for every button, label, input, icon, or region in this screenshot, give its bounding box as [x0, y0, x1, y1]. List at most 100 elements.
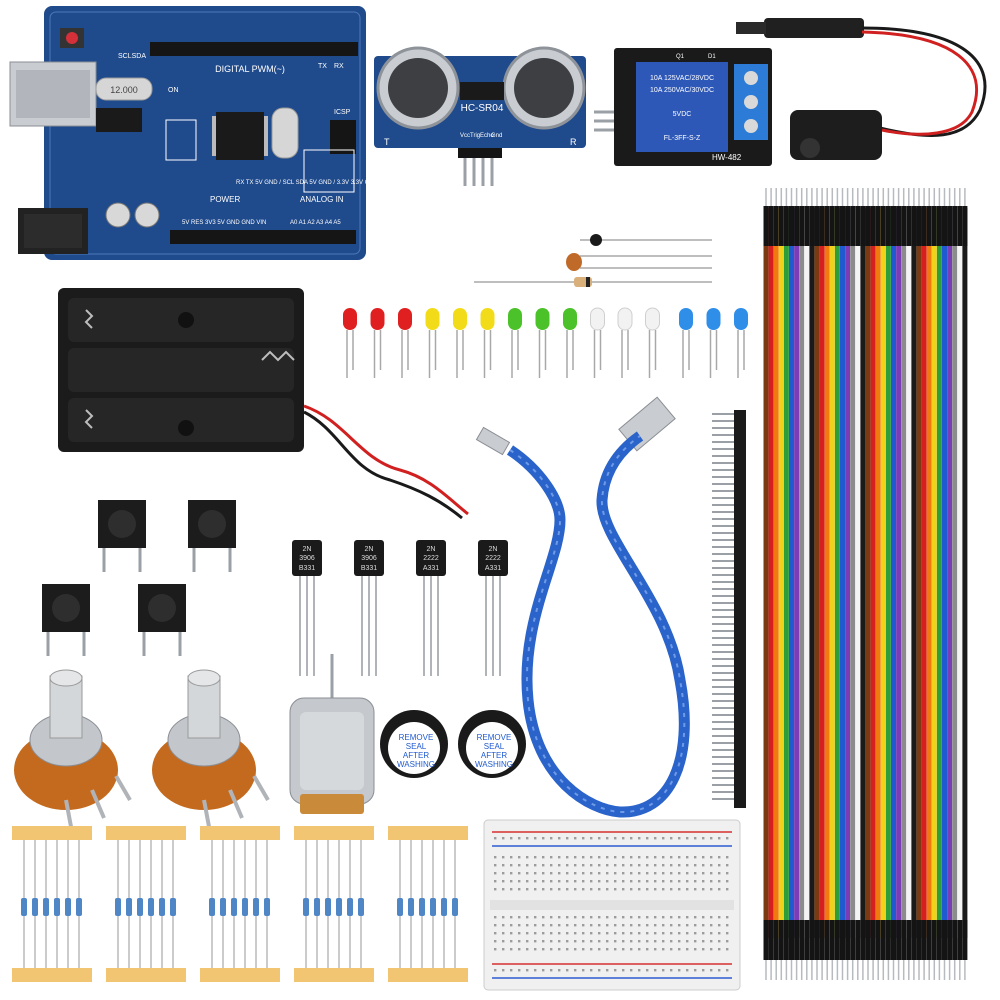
svg-text:SCLSDA: SCLSDA	[118, 53, 146, 60]
jumper-wire	[947, 188, 953, 980]
transistors: 2N 3906 B331 2N 3906 B331 2N 2222 A331 2…	[292, 540, 508, 676]
led-blue	[706, 308, 721, 378]
svg-text:SEAL: SEAL	[484, 742, 505, 751]
resistor	[76, 898, 82, 916]
svg-text:2N: 2N	[303, 546, 312, 553]
jumper-wire	[794, 188, 800, 980]
svg-text:HW-482: HW-482	[712, 153, 742, 162]
svg-text:T: T	[384, 137, 390, 147]
svg-text:AFTER: AFTER	[481, 751, 507, 760]
led-blue	[734, 308, 748, 378]
led-yellow	[480, 308, 495, 378]
resistor	[126, 898, 132, 916]
jumper-wire	[834, 188, 840, 980]
photoresistor	[566, 253, 582, 271]
resistor	[397, 898, 403, 916]
resistor	[441, 898, 447, 916]
jumper-wire	[814, 188, 820, 980]
svg-text:REMOVE: REMOVE	[477, 733, 512, 742]
resistor	[43, 898, 49, 916]
resistor	[336, 898, 342, 916]
svg-text:Vcc: Vcc	[460, 133, 470, 139]
resistor	[408, 898, 414, 916]
resistor-strip	[294, 826, 374, 982]
resistor	[430, 898, 436, 916]
resistor	[358, 898, 364, 916]
battery-holder	[58, 288, 469, 520]
resistor	[148, 898, 154, 916]
jumper-wire	[789, 188, 794, 980]
potentiometer	[152, 669, 270, 833]
svg-text:POWER: POWER	[210, 195, 240, 204]
digital-header	[150, 42, 358, 56]
jumper-wire	[962, 188, 968, 980]
resistor-strip	[106, 826, 186, 982]
resistor	[314, 898, 320, 916]
jumper-wire	[921, 188, 927, 980]
resistor-strip	[388, 826, 468, 982]
svg-text:WASHING: WASHING	[475, 760, 513, 769]
resistor	[137, 898, 143, 916]
svg-text:B331: B331	[361, 565, 377, 572]
resonator	[271, 107, 299, 159]
capacitor	[105, 202, 131, 228]
svg-text:Trig: Trig	[470, 133, 480, 139]
resistor-strip	[200, 826, 280, 982]
resistor	[452, 898, 458, 916]
resistor	[242, 898, 248, 916]
svg-text:12.000: 12.000	[110, 85, 138, 95]
jumper-wire	[860, 188, 866, 980]
led-green	[508, 308, 522, 378]
tactile-button	[138, 584, 186, 656]
jumper-wire	[865, 188, 871, 980]
ultrasonic-sensor: HC-SR04 T R Vcc Trig Echo Gnd	[374, 46, 586, 186]
svg-text:ICSP: ICSP	[334, 109, 351, 116]
jumper-wire	[901, 188, 907, 980]
usb-serial-chip	[96, 108, 142, 132]
mini-usb-plug	[475, 426, 511, 456]
jumper-wire	[870, 188, 876, 980]
led-white	[590, 307, 605, 378]
small-sensors	[474, 234, 712, 287]
transistor: 2N 3906 B331	[292, 540, 322, 676]
svg-text:D1: D1	[708, 54, 716, 60]
svg-text:B331: B331	[299, 565, 315, 572]
resistor	[159, 898, 165, 916]
svg-text:ON: ON	[168, 87, 179, 94]
tactile-button	[98, 500, 146, 572]
resistor	[303, 898, 309, 916]
resistor	[170, 898, 176, 916]
resistor	[231, 898, 237, 916]
battery-clip-cable	[736, 18, 987, 160]
jumper-wire	[916, 188, 922, 980]
transistor: 2N 2222 A331	[416, 540, 446, 676]
dc-motor	[289, 654, 375, 814]
dupont-jumper-wires	[763, 188, 968, 980]
jumper-wire	[942, 188, 947, 980]
jumper-wire	[926, 188, 932, 980]
breadboard	[483, 819, 741, 991]
jumper-wire	[911, 188, 917, 980]
svg-text:Echo: Echo	[480, 133, 494, 139]
jumper-wire	[906, 188, 912, 980]
jumper-wire	[783, 188, 789, 980]
resistor	[115, 898, 121, 916]
svg-text:5V RES 3V3 5V GND GND VIN: 5V RES 3V3 5V GND GND VIN	[182, 220, 266, 226]
svg-text:2222: 2222	[485, 555, 501, 562]
resistor-strips	[12, 826, 468, 982]
svg-text:SEAL: SEAL	[406, 742, 427, 751]
buzzers: REMOVE SEAL AFTER WASHING REMOVE SEAL AF…	[380, 710, 526, 778]
svg-text:AFTER: AFTER	[403, 751, 429, 760]
svg-text:2222: 2222	[423, 555, 439, 562]
led-red	[398, 308, 412, 378]
svg-text:DIGITAL PWM(~): DIGITAL PWM(~)	[215, 64, 285, 74]
led-blue	[679, 308, 693, 378]
tactile-button	[42, 584, 90, 656]
resistor	[347, 898, 353, 916]
svg-text:2N: 2N	[365, 546, 374, 553]
jumper-wire	[840, 188, 845, 980]
svg-text:A331: A331	[485, 565, 501, 572]
jumper-wire	[880, 188, 886, 980]
svg-text:RX: RX	[334, 63, 344, 70]
jumper-wire	[931, 188, 937, 980]
